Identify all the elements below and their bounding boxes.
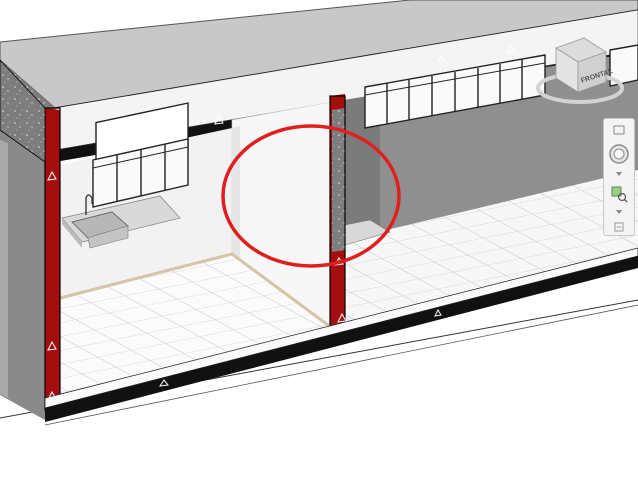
chevron-down-icon[interactable]: [607, 207, 631, 217]
steering-wheel-icon[interactable]: [607, 139, 631, 169]
room1-side-wall-shade: [232, 126, 240, 260]
room1-baseboard: [59, 252, 333, 330]
viewcube-front-face: [577, 51, 607, 93]
left-wall-light: [0, 140, 8, 398]
floor-slab-front: [44, 247, 638, 409]
navbar-options-icon[interactable]: [607, 221, 631, 233]
room1-floor: [60, 255, 332, 410]
left-wall-cut: [45, 108, 60, 410]
navbar-close-icon[interactable]: [607, 123, 631, 137]
viewcube[interactable]: FRONTAL: [536, 37, 624, 104]
ground-line-front: [44, 304, 638, 426]
middle-wall-concrete: [332, 108, 345, 252]
left-wall-cut-top: [0, 59, 46, 163]
room2-floor: [345, 170, 638, 330]
roof: [0, 0, 638, 109]
markup-circle: [221, 124, 401, 268]
zoom-region-icon[interactable]: [607, 183, 631, 205]
floor-slab-cut: [45, 255, 638, 422]
left-exterior-wall: [0, 130, 45, 420]
chevron-down-icon[interactable]: [607, 169, 631, 179]
navigation-bar[interactable]: [603, 118, 635, 236]
faucet-icon: [85, 194, 93, 215]
